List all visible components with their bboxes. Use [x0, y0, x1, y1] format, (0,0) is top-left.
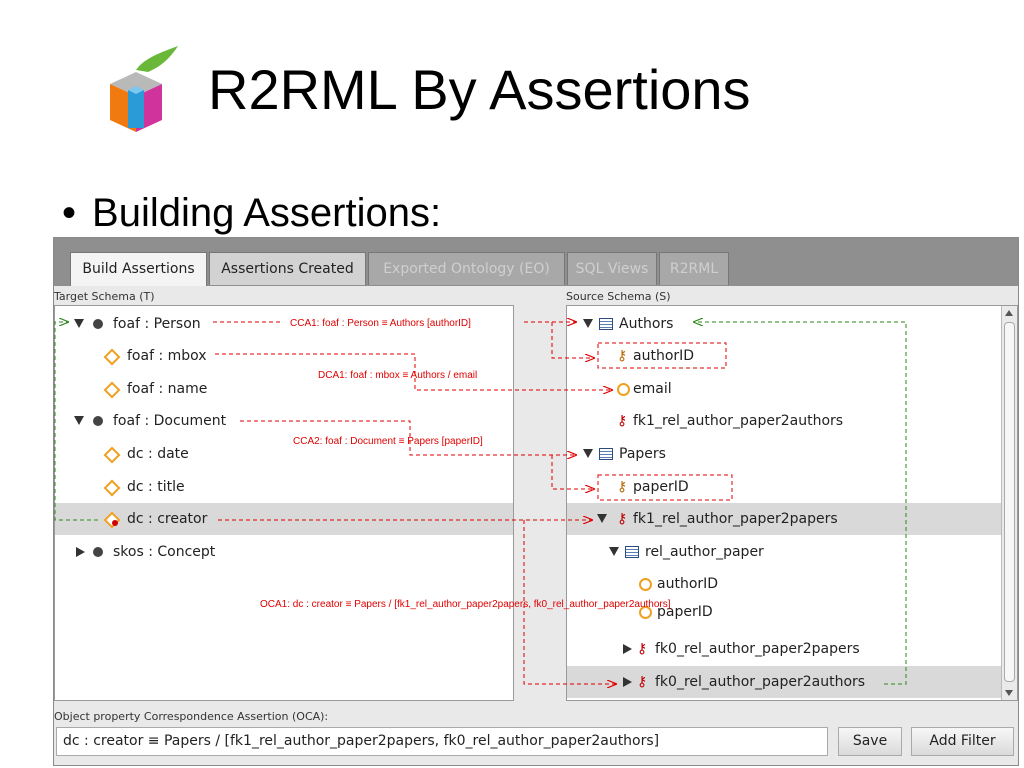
tree-row-email[interactable]: email: [567, 373, 1001, 405]
expand-triangle-icon[interactable]: [74, 319, 84, 328]
table-icon: [625, 546, 639, 558]
scrollbar-thumb[interactable]: [1004, 322, 1015, 682]
tree-row-fk0-author-paper2authors[interactable]: ⚷ fk0_rel_author_paper2authors: [567, 666, 1001, 698]
tree-row-label: fk0_rel_author_paper2papers: [655, 641, 860, 657]
tree-row-skos-concept[interactable]: skos : Concept: [55, 536, 513, 568]
tree-row-label: dc : date: [127, 446, 189, 462]
tree-row-label: fk1_rel_author_paper2authors: [633, 413, 844, 429]
tree-row-authors[interactable]: Authors: [567, 308, 1001, 340]
tree-row-foaf-mbox[interactable]: foaf : mbox: [55, 340, 513, 372]
foreign-key-icon: ⚷: [637, 674, 648, 690]
tab-assertions-created[interactable]: Assertions Created: [209, 252, 366, 285]
collapse-triangle-icon[interactable]: [623, 677, 632, 687]
colored-cube-logo-icon: [110, 46, 178, 132]
tree-row-label: paperID: [657, 604, 713, 620]
object-property-dot-icon: [112, 520, 118, 526]
source-schema-tree[interactable]: Authors ⚷ authorID email ⚷ fk1_rel_autho…: [566, 305, 1018, 701]
tab-bar: Build Assertions Assertions Created Expo…: [54, 238, 1018, 286]
oca-input[interactable]: dc : creator ≡ Papers / [fk1_rel_author_…: [56, 727, 828, 756]
tree-row-label: Papers: [619, 446, 666, 462]
app-window: Build Assertions Assertions Created Expo…: [53, 237, 1019, 766]
column-circle-icon: [617, 383, 630, 396]
expand-triangle-icon[interactable]: [597, 514, 607, 523]
tree-row-label: paperID: [633, 479, 689, 495]
tree-row-dc-date[interactable]: dc : date: [55, 438, 513, 470]
tree-row-label: authorID: [633, 348, 695, 364]
tree-row-label: fk1_rel_author_paper2papers: [633, 511, 838, 527]
datatype-property-diamond-icon: [103, 479, 121, 497]
foreign-key-icon: ⚷: [617, 511, 628, 527]
tree-row-rel-paperid[interactable]: paperID: [567, 596, 1001, 628]
tab-sql-views[interactable]: SQL Views: [567, 252, 657, 285]
collapse-triangle-icon[interactable]: [76, 547, 85, 557]
tree-row-label: dc : title: [127, 479, 185, 495]
tree-row-label: foaf : mbox: [127, 348, 207, 364]
vertical-scrollbar[interactable]: [1001, 306, 1017, 700]
primary-key-icon: ⚷: [617, 348, 628, 364]
expand-triangle-icon[interactable]: [583, 319, 593, 328]
tree-row-rel-author-paper[interactable]: rel_author_paper: [567, 536, 1001, 568]
scroll-down-arrow-icon[interactable]: [1005, 690, 1013, 696]
datatype-property-diamond-icon: [103, 446, 121, 464]
tree-row-label: Authors: [619, 316, 674, 332]
tree-row-dc-creator[interactable]: dc : creator: [55, 503, 513, 535]
tree-row-label: foaf : Person: [113, 316, 201, 332]
datatype-property-diamond-icon: [103, 381, 121, 399]
class-circle-icon: [93, 416, 103, 426]
tab-exported-ontology[interactable]: Exported Ontology (EO): [368, 252, 565, 285]
tree-row-label: fk0_rel_author_paper2authors: [655, 674, 866, 690]
tree-row-fk0-author-paper2papers[interactable]: ⚷ fk0_rel_author_paper2papers: [567, 633, 1001, 665]
column-circle-icon: [639, 606, 652, 619]
column-circle-icon: [639, 578, 652, 591]
save-button[interactable]: Save: [838, 727, 902, 756]
tree-row-foaf-document[interactable]: foaf : Document: [55, 405, 513, 437]
scroll-up-arrow-icon[interactable]: [1005, 310, 1013, 316]
oca-label: Object property Correspondence Assertion…: [54, 710, 329, 723]
bullet-text: Building Assertions:: [92, 191, 442, 235]
tree-row-foaf-person[interactable]: foaf : Person: [55, 308, 513, 340]
collapse-triangle-icon[interactable]: [623, 644, 632, 654]
source-schema-label: Source Schema (S): [566, 290, 671, 303]
bullet-heading: • Building Assertions:: [62, 193, 441, 233]
primary-key-icon: ⚷: [617, 479, 628, 495]
tree-row-authorid[interactable]: ⚷ authorID: [567, 340, 1001, 372]
target-schema-tree[interactable]: foaf : Person foaf : mbox foaf : name fo…: [54, 305, 514, 701]
tree-row-dc-title[interactable]: dc : title: [55, 471, 513, 503]
expand-triangle-icon[interactable]: [609, 547, 619, 556]
logo: [100, 44, 186, 136]
class-circle-icon: [93, 547, 103, 557]
tree-row-label: skos : Concept: [113, 544, 216, 560]
expand-triangle-icon[interactable]: [583, 449, 593, 458]
slide-title: R2RML By Assertions: [208, 58, 751, 121]
expand-triangle-icon[interactable]: [74, 416, 84, 425]
tree-row-label: dc : creator: [127, 511, 208, 527]
foreign-key-icon: ⚷: [637, 641, 648, 657]
tree-row-fk1-author-paper2papers[interactable]: ⚷ fk1_rel_author_paper2papers: [567, 503, 1001, 535]
bullet-marker: •: [62, 191, 77, 235]
tree-row-papers[interactable]: Papers: [567, 438, 1001, 470]
tree-row-foaf-name[interactable]: foaf : name: [55, 373, 513, 405]
tree-row-label: foaf : Document: [113, 413, 227, 429]
tree-row-fk1-author-paper2authors[interactable]: ⚷ fk1_rel_author_paper2authors: [567, 405, 1001, 437]
tab-r2rml[interactable]: R2RML: [659, 252, 729, 285]
tree-row-label: rel_author_paper: [645, 544, 764, 560]
table-icon: [599, 448, 613, 460]
table-icon: [599, 318, 613, 330]
target-schema-label: Target Schema (T): [54, 290, 155, 303]
add-filter-button[interactable]: Add Filter: [911, 727, 1014, 756]
datatype-property-diamond-icon: [103, 348, 121, 366]
foreign-key-icon: ⚷: [617, 413, 628, 429]
tree-row-label: email: [633, 381, 672, 397]
tree-row-paperid[interactable]: ⚷ paperID: [567, 471, 1001, 503]
tree-row-label: foaf : name: [127, 381, 208, 397]
class-circle-icon: [93, 319, 103, 329]
tab-build-assertions[interactable]: Build Assertions: [70, 252, 207, 286]
